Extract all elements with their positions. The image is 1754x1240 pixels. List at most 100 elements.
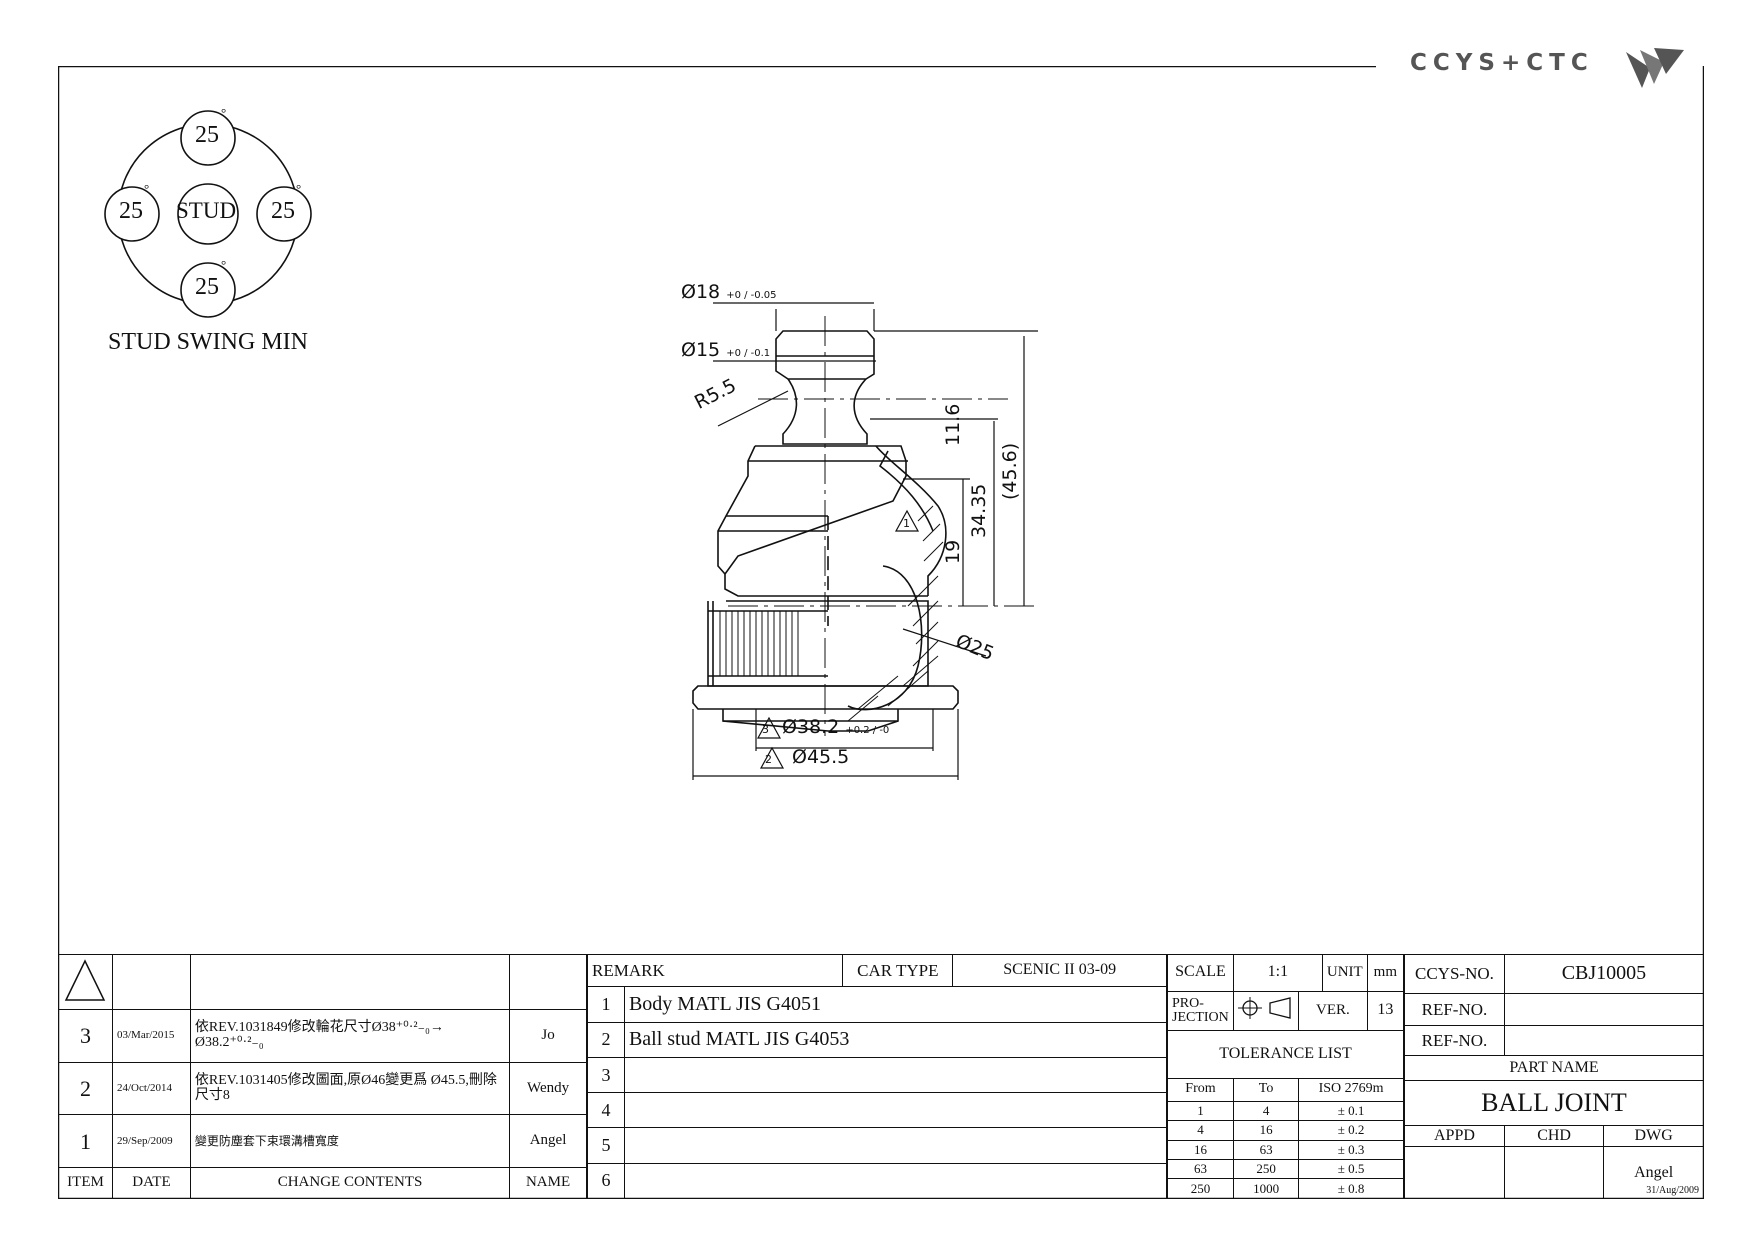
- tol-to: 1000: [1232, 1178, 1300, 1199]
- tol-from: 4: [1167, 1120, 1234, 1141]
- part-name-label: PART NAME: [1404, 1054, 1704, 1081]
- swing-left-value: 25: [119, 198, 143, 224]
- title-block: CCYS-NO. CBJ10005 REF-NO. REF-NO. PART N…: [1404, 954, 1705, 1200]
- dim-d455: Ø45.5: [792, 746, 850, 768]
- remark-text: Body MATL JIS G4051: [623, 986, 1168, 1023]
- swing-left-degree: °: [144, 181, 150, 196]
- tol-from: 63: [1167, 1159, 1234, 1180]
- revision-table: 3 03/Mar/2015 依REV.1031849修改輪花尺寸Ø38⁺⁰·²₋…: [58, 954, 587, 1199]
- remark-no: 2: [587, 1021, 625, 1058]
- scale-value: 1:1: [1232, 954, 1323, 992]
- remark-no: 6: [587, 1162, 625, 1200]
- stud-swing-caption: STUD SWING MIN: [108, 329, 308, 355]
- ref-no-value-1: [1503, 992, 1705, 1027]
- tol-value: ± 0.8: [1298, 1178, 1404, 1199]
- ref-no-value-2: [1503, 1025, 1705, 1056]
- swing-right-degree: °: [296, 181, 302, 196]
- remark-row: 3: [587, 1056, 1168, 1094]
- technical-drawing: [58, 66, 1704, 1199]
- revision-contents: 變更防塵套下束環溝槽寬度: [189, 1114, 511, 1169]
- dim-d382-tolerance: +0.2 / -0: [845, 725, 890, 736]
- tol-header-iso: ISO 2769m: [1298, 1077, 1404, 1102]
- tol-value: ± 0.1: [1298, 1100, 1404, 1122]
- remark-text: [623, 1056, 1168, 1094]
- dwg-label: DWG: [1603, 1125, 1704, 1147]
- ref-no-label-1: REF-NO.: [1404, 992, 1505, 1027]
- appd-label: APPD: [1404, 1125, 1505, 1147]
- tol-header-to: To: [1232, 1077, 1300, 1102]
- dim-h3435: 34.35: [968, 483, 990, 538]
- revision-header-contents: CHANGE CONTENTS: [189, 1167, 511, 1199]
- swing-bottom-value: 25: [195, 274, 219, 300]
- revision-date: 03/Mar/2015: [111, 1008, 191, 1063]
- remark-text: [623, 1127, 1168, 1164]
- car-type-label: CAR TYPE: [842, 953, 954, 988]
- remark-no: 3: [587, 1056, 625, 1094]
- revision-date: 24/Oct/2014: [111, 1061, 191, 1116]
- revision-contents: 依REV.1031405修改圖面,原Ø46變更爲 Ø45.5,刪除尺寸8: [189, 1061, 511, 1116]
- projection-label: PRO- JECTION: [1167, 990, 1234, 1031]
- dim-d455-flag: 2: [765, 753, 772, 766]
- remark-row: 6: [587, 1162, 1168, 1200]
- revision-blank-flag: [58, 954, 113, 1010]
- revision-date: 29/Sep/2009: [111, 1114, 191, 1169]
- dim-h116: 11.6: [942, 403, 964, 446]
- swing-top-degree: °: [221, 105, 227, 120]
- tol-value: ± 0.3: [1298, 1139, 1404, 1161]
- tol-from: 1: [1167, 1100, 1234, 1122]
- revision-flag-3-icon: [756, 716, 782, 739]
- dim-d15: Ø15 +0 / -0.1: [681, 339, 771, 361]
- dim-h456: (45.6): [999, 442, 1021, 500]
- dim-d15-tolerance: +0 / -0.1: [726, 348, 771, 359]
- dim-d18-tolerance: +0 / -0.05: [726, 290, 777, 301]
- dwg-name: Angel: [1634, 1163, 1674, 1181]
- car-type-value: SCENIC II 03-09: [952, 953, 1167, 988]
- ref-no-label-2: REF-NO.: [1404, 1025, 1505, 1056]
- revision-item: 3: [58, 1008, 113, 1063]
- revision-header-name: NAME: [509, 1167, 587, 1199]
- dim-h19: 19: [942, 539, 964, 564]
- dim-d382: Ø38.2 +0.2 / -0: [782, 716, 890, 738]
- remark-text: [623, 1092, 1168, 1129]
- dimension-lines: [692, 302, 1038, 780]
- part-name-value: BALL JOINT: [1404, 1079, 1704, 1127]
- revision-name: Jo: [509, 1008, 587, 1063]
- dim-d18: Ø18 +0 / -0.05: [681, 281, 777, 303]
- tol-from: 16: [1167, 1139, 1234, 1161]
- ccys-no-label: CCYS-NO.: [1404, 954, 1505, 994]
- revision-flag-1-icon: [894, 509, 920, 532]
- unit-label: UNIT: [1321, 954, 1368, 992]
- stud-swing-diagram: [104, 110, 312, 318]
- revision-row: 3 03/Mar/2015 依REV.1031849修改輪花尺寸Ø38⁺⁰·²₋…: [58, 1008, 587, 1063]
- remark-no: 5: [587, 1127, 625, 1164]
- remark-header: REMARK: [586, 953, 844, 988]
- dim-d382-flag: 3: [762, 723, 769, 736]
- revision-name: Angel: [509, 1114, 587, 1169]
- ball-flag: 1: [903, 517, 910, 530]
- chd-label: CHD: [1503, 1125, 1605, 1147]
- remark-row: 5: [587, 1127, 1168, 1164]
- remark-text: Ball stud MATL JIS G4053: [623, 1021, 1168, 1058]
- tol-to: 16: [1232, 1120, 1300, 1141]
- revision-item: 2: [58, 1061, 113, 1116]
- remark-row: 4: [587, 1092, 1168, 1129]
- swing-right-value: 25: [271, 198, 295, 224]
- revision-contents: 依REV.1031849修改輪花尺寸Ø38⁺⁰·²₋₀→ Ø38.2⁺⁰·²₋₀: [189, 1008, 511, 1063]
- swing-center-label: STUD: [176, 198, 237, 223]
- appd-value: [1404, 1145, 1505, 1200]
- revision-flag-icon: [64, 958, 106, 1001]
- revision-item: 1: [58, 1114, 113, 1169]
- remark-no: 1: [587, 986, 625, 1023]
- swing-top-value: 25: [195, 122, 219, 148]
- first-angle-projection-icon: [1237, 997, 1291, 1020]
- ccys-no-value: CBJ10005: [1503, 954, 1705, 994]
- remark-text: [623, 1162, 1168, 1200]
- tol-header-from: From: [1167, 1077, 1234, 1102]
- dwg-date: 31/Aug/2009: [1646, 1184, 1699, 1196]
